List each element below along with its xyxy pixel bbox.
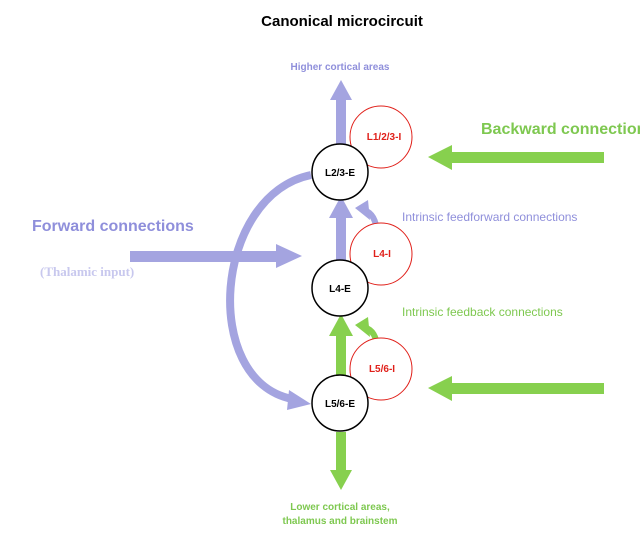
l23e-label: L2/3-E — [325, 168, 355, 179]
excitatory-populations: L2/3-E L4-E L5/6-E — [311, 143, 369, 432]
l56i-label: L5/6-I — [369, 364, 395, 375]
backward-input-upper-arrow-head — [428, 145, 452, 170]
l123i-label: L1/2/3-I — [367, 132, 402, 143]
forward-connections-label: Forward connections — [32, 218, 194, 235]
output-to-higher-areas-arrow-shaft — [336, 100, 346, 147]
output-to-lower-areas-arrow-shaft — [336, 432, 346, 470]
backward-input-lower-arrow-head — [428, 376, 452, 401]
l4-to-l23-arrow-head — [329, 196, 353, 218]
output-to-higher-areas-arrow-head — [330, 80, 352, 100]
l56i-node — [349, 337, 413, 401]
l56-to-l4-arrow-head — [329, 314, 353, 336]
l4i-label: L4-I — [373, 249, 391, 260]
l4-to-l23-arrow-shaft — [336, 218, 346, 260]
diagram-title: Canonical microcircuit — [261, 13, 423, 30]
l23-to-l56-curved-arrow — [226, 171, 312, 403]
backward-input-upper-arrow-shaft — [452, 152, 604, 163]
backward-input-lower-arrow-shaft — [452, 383, 604, 394]
l56e-node — [311, 374, 369, 432]
l56e-label: L5/6-E — [325, 399, 355, 410]
l56-to-l4-arrow-shaft — [336, 336, 346, 375]
lower-areas-label-line2: thalamus and brainstem — [282, 516, 397, 527]
l4e-node — [311, 259, 369, 317]
l23-to-l56-curved-arrow-head — [287, 390, 311, 410]
thalamic-input-arrow-head — [276, 244, 302, 268]
backward-connections-label: Backward connections — [481, 121, 640, 138]
thalamic-input-arrow-shaft — [130, 251, 276, 262]
lower-areas-label-line1: Lower cortical areas, — [290, 502, 390, 513]
l56i-to-l4e-curved-arrow-head — [355, 317, 370, 337]
l4e-label: L4-E — [329, 284, 351, 295]
inhibitory-populations: L1/2/3-I L4-I L5/6-I — [349, 105, 413, 401]
l4i-node — [349, 222, 413, 286]
higher-cortical-areas-label: Higher cortical areas — [291, 62, 390, 73]
intrinsic-feedforward-label: Intrinsic feedforward connections — [402, 210, 577, 224]
intrinsic-feedback-label: Intrinsic feedback connections — [402, 305, 563, 319]
l23e-node — [311, 143, 369, 201]
output-to-lower-areas-arrow-head — [330, 470, 352, 490]
l123i-node — [349, 105, 413, 169]
l4i-to-l23e-curved-arrow-head — [355, 200, 370, 220]
forward-connection-arrows — [130, 80, 380, 410]
thalamic-input-label: (Thalamic input) — [40, 264, 134, 279]
